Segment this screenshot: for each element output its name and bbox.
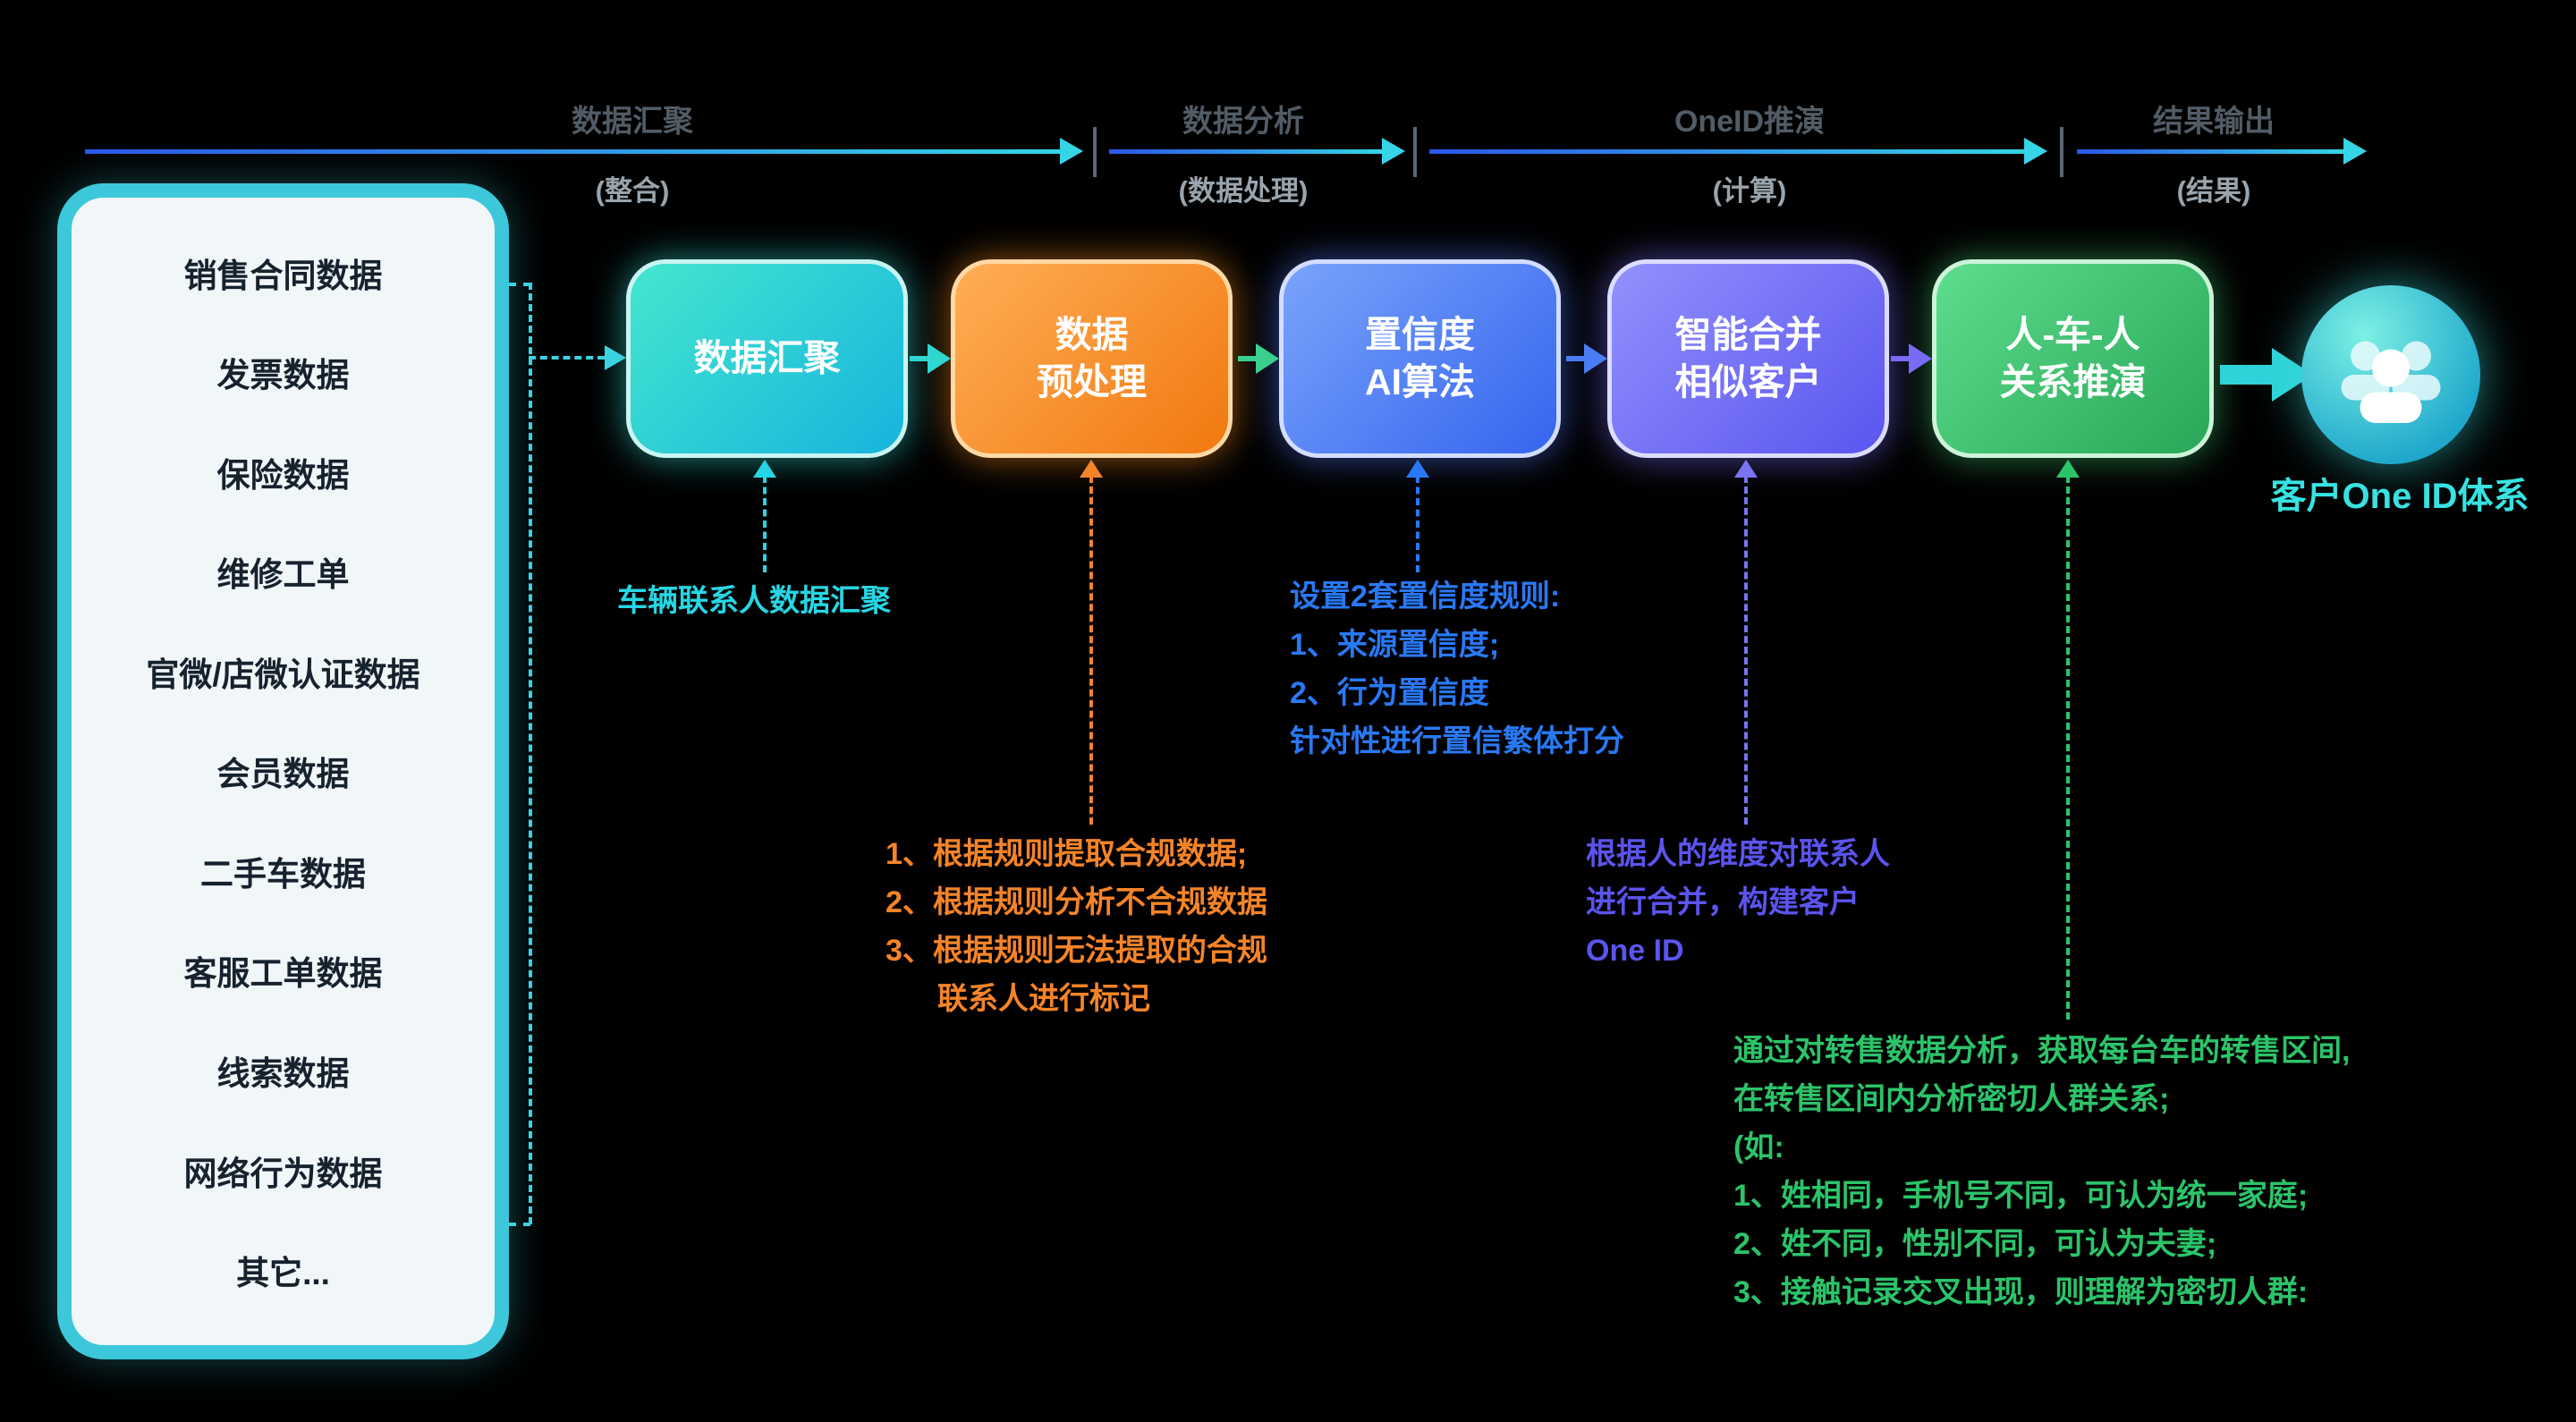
annotation-arrow-step2-head-icon: [1080, 460, 1103, 478]
phase-sub-result-output: (结果): [2176, 175, 2251, 207]
phase-label-oneid-deduction: OneID推演: [1674, 105, 1826, 139]
phase-label-data-analysis: 数据分析: [1182, 105, 1304, 139]
phase-arrow-3-head-icon: [2024, 138, 2047, 165]
phase-arrow-4-head-icon: [2343, 138, 2367, 165]
annotation-line: 车辆联系人数据汇聚: [617, 584, 891, 618]
flow-arrow-1: [910, 356, 929, 361]
phase-arrow-2: [1109, 149, 1382, 154]
phase-arrow-2-head-icon: [1382, 138, 1405, 165]
annotation-line: 通过对转售数据分析，获取每台车的转售区间,: [1733, 1034, 2351, 1068]
annotation-arrow-step1: [763, 476, 767, 572]
annotation-line: 3、根据规则无法提取的合规: [886, 934, 1267, 968]
annotation-line: (如:: [1733, 1130, 1784, 1164]
phase-divider-2: [1413, 127, 1417, 177]
oneid-result-label: 客户One ID体系: [2270, 477, 2529, 516]
step-box-smart-merge: 智能合并 相似客户: [1607, 259, 1889, 458]
annotation-step4: 根据人的维度对联系人 进行合并，构建客户 One ID: [1586, 830, 1890, 975]
oneid-result-circle: [2301, 285, 2480, 464]
list-item: 发票数据: [216, 357, 350, 394]
flow-arrow-3-head-icon: [1584, 343, 1607, 374]
annotation-step2: 1、根据规则提取合规数据; 2、根据规则分析不合规数据 3、根据规则无法提取的合…: [886, 830, 1267, 1023]
step-box-confidence-ai: 置信度 AI算法: [1279, 259, 1561, 458]
annotation-arrow-step2: [1089, 476, 1093, 825]
annotation-line: 1、来源置信度;: [1290, 628, 1500, 662]
list-item: 二手车数据: [200, 855, 366, 893]
phase-sub-data-aggregation: (整合): [595, 175, 670, 207]
phase-divider-1: [1093, 127, 1097, 177]
step-box-relation-deduction: 人-车-人 关系推演: [1932, 259, 2214, 458]
panel-connector-vertical: [529, 283, 532, 1224]
annotation-step3: 设置2套置信度规则: 1、来源置信度; 2、行为置信度 针对性进行置信繁体打分: [1290, 572, 1624, 766]
annotation-step5: 通过对转售数据分析，获取每台车的转售区间, 在转售区间内分析密切人群关系; (如…: [1733, 1027, 2350, 1316]
step-box-data-preprocessing: 数据 预处理: [951, 259, 1233, 458]
annotation-line: 进行合并，构建客户: [1586, 885, 1860, 919]
step-label: 数据汇聚: [693, 337, 841, 379]
annotation-step1: 车辆联系人数据汇聚: [617, 577, 891, 625]
annotation-arrow-step1-head-icon: [753, 460, 776, 478]
annotation-line: 2、行为置信度: [1290, 676, 1489, 710]
phase-divider-3: [2060, 127, 2063, 177]
annotation-arrow-step3: [1416, 476, 1419, 572]
flow-arrow-4-head-icon: [1909, 343, 1932, 374]
annotation-line: 1、根据规则提取合规数据;: [886, 837, 1248, 871]
step-box-data-aggregation: 数据汇聚: [626, 259, 908, 458]
flow-arrow-1-head-icon: [928, 343, 951, 374]
result-arrow: [2220, 365, 2275, 385]
list-item: 线索数据: [216, 1055, 350, 1093]
step-label: 人-车-人 关系推演: [1999, 313, 2147, 402]
flow-arrow-2: [1238, 356, 1258, 361]
annotation-arrow-step3-head-icon: [1406, 460, 1429, 478]
annotation-line: 针对性进行置信繁体打分: [1290, 724, 1624, 758]
list-item: 保险数据: [216, 456, 350, 494]
annotation-line: 在转售区间内分析密切人群关系;: [1733, 1082, 2170, 1116]
phase-label-result-output: 结果输出: [2153, 105, 2275, 139]
list-item: 销售合同数据: [183, 257, 383, 294]
annotation-arrow-step4-head-icon: [1734, 460, 1758, 478]
panel-to-step1-arrow: [529, 356, 605, 360]
annotation-line: 联系人进行标记: [937, 982, 1150, 1016]
list-item: 官微/店微认证数据: [146, 656, 420, 693]
data-source-list: 销售合同数据 发票数据 保险数据 维修工单 官微/店微认证数据 会员数据 二手车…: [72, 198, 495, 1345]
list-item: 会员数据: [216, 756, 350, 793]
panel-to-step1-arrow-head-icon: [605, 345, 626, 370]
flow-arrow-3: [1566, 356, 1586, 361]
phase-sub-oneid-deduction: (计算): [1712, 175, 1787, 207]
annotation-arrow-step5-head-icon: [2056, 460, 2080, 478]
list-item: 客服工单数据: [183, 955, 383, 993]
step-label: 数据 预处理: [1037, 313, 1147, 402]
phase-arrow-3: [1429, 149, 2024, 154]
phase-sub-data-analysis: (数据处理): [1178, 175, 1309, 207]
annotation-line: 设置2套置信度规则:: [1290, 580, 1561, 614]
phase-label-data-aggregation: 数据汇聚: [572, 105, 693, 139]
annotation-arrow-step4: [1744, 476, 1748, 825]
flow-arrow-2-head-icon: [1256, 343, 1279, 374]
phase-arrow-1: [85, 149, 1060, 154]
phase-arrow-4: [2077, 149, 2343, 154]
flow-arrow-4: [1891, 356, 1911, 361]
annotation-line: 3、接触记录交叉出现，则理解为密切人群:: [1733, 1275, 2309, 1309]
list-item: 维修工单: [216, 556, 350, 594]
phase-arrow-1-head-icon: [1060, 138, 1083, 165]
list-item: 其它...: [236, 1255, 330, 1292]
annotation-line: 1、姓相同，手机号不同，可认为统一家庭;: [1733, 1179, 2309, 1213]
annotation-line: 2、根据规则分析不合规数据: [886, 885, 1267, 919]
step-label: 智能合并 相似客户: [1674, 313, 1822, 402]
list-item: 网络行为数据: [183, 1155, 383, 1192]
data-source-panel: 销售合同数据 发票数据 保险数据 维修工单 官微/店微认证数据 会员数据 二手车…: [57, 183, 509, 1359]
annotation-line: One ID: [1586, 934, 1684, 968]
step-label: 置信度 AI算法: [1365, 313, 1475, 402]
panel-connector-stub-bottom: [509, 1223, 530, 1226]
users-icon: [2341, 341, 2441, 423]
panel-connector-stub-top: [509, 283, 530, 286]
annotation-arrow-step5: [2066, 476, 2070, 1020]
annotation-line: 2、姓不同，性别不同，可认为夫妻;: [1733, 1227, 2217, 1261]
annotation-line: 根据人的维度对联系人: [1586, 837, 1890, 871]
